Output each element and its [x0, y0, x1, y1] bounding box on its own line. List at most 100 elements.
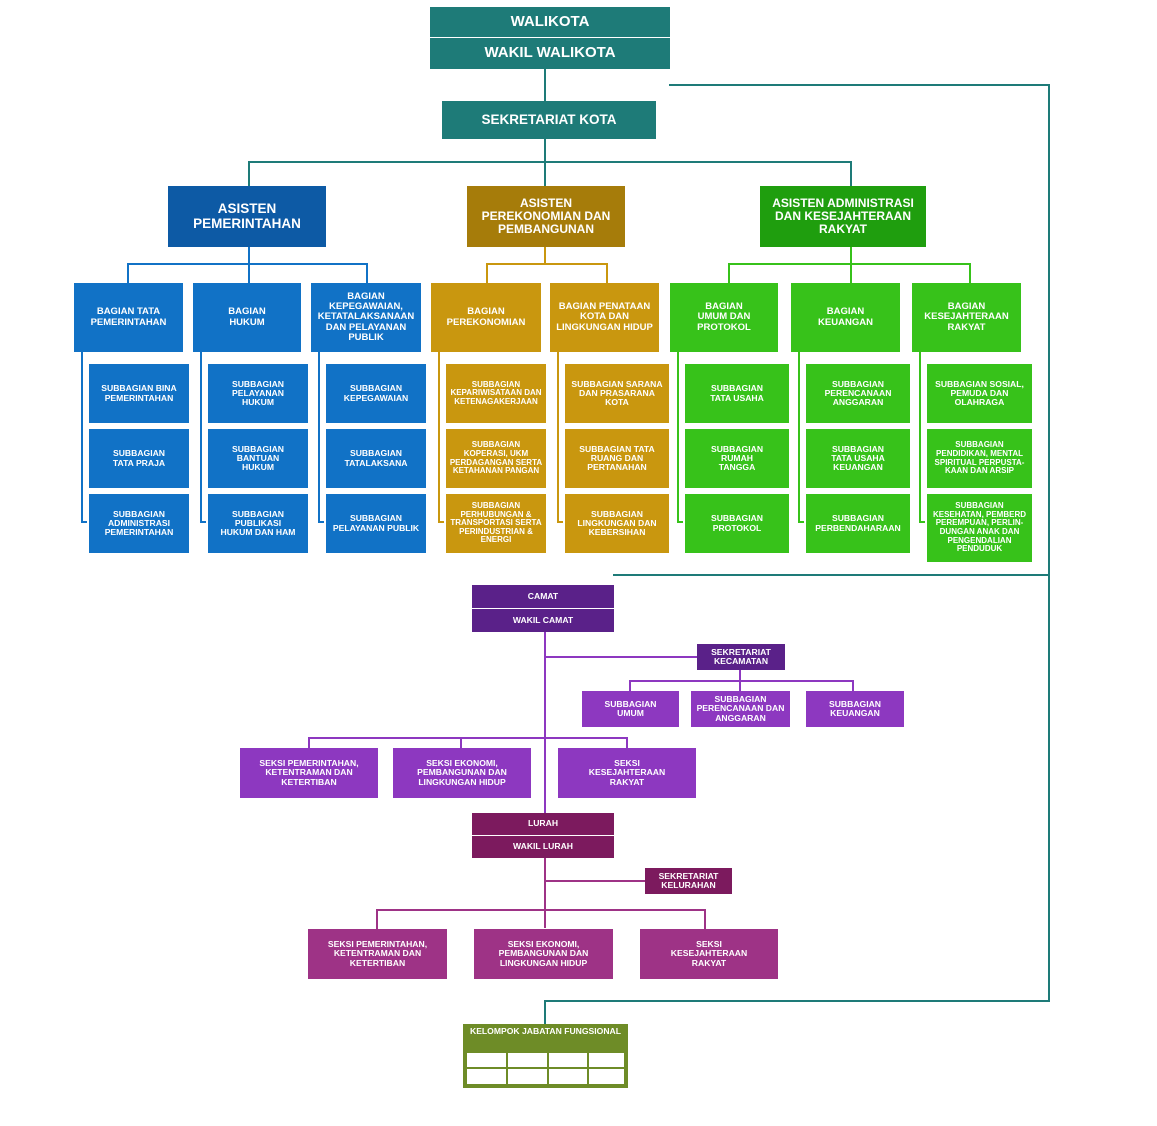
sekretariat-kecamatan-box: SEKRETARIAT KECAMATAN: [697, 644, 785, 670]
bagian-tata-pemerintahan-box: BAGIAN TATA PEMERINTAHAN: [74, 283, 183, 352]
subbagian-publikasi-hukum-box: SUBBAGIAN PUBLIKASI HUKUM DAN HAM: [206, 492, 310, 555]
connector-line: [919, 352, 921, 523]
connector-line: [486, 263, 608, 265]
subbagian-bantuan-hukum-box: SUBBAGIAN BANTUAN HUKUM: [206, 427, 310, 490]
lurah-box: LURAH: [472, 813, 614, 835]
connector-line: [438, 521, 446, 523]
fungsional-grid: [463, 1050, 628, 1088]
connector-line: [544, 858, 546, 928]
subbagian-pendidikan-box: SUBBAGIAN PENDIDIKAN, MENTAL SPIRITUAL P…: [925, 427, 1034, 490]
connector-line: [376, 909, 378, 929]
grid-cell: [508, 1069, 547, 1084]
connector-line: [248, 247, 250, 264]
connector-line: [544, 161, 546, 186]
connector-line: [544, 139, 546, 163]
connector-line: [318, 352, 320, 523]
connector-line: [557, 521, 565, 523]
connector-line: [544, 656, 698, 658]
grid-cell: [549, 1069, 587, 1084]
connector-line: [544, 69, 546, 101]
grid-cell: [467, 1069, 506, 1084]
connector-line: [81, 521, 89, 523]
connector-line: [626, 737, 628, 748]
connector-line: [248, 263, 250, 283]
connector-line: [544, 1000, 546, 1024]
bagian-kepegawaian-box: BAGIAN KEPEGAWAIAN, KETATALAKSANAAN DAN …: [311, 283, 421, 352]
seksi-kesejahteraan-kelurahan-box: SEKSI KESEJAHTERAAN RAKYAT: [640, 929, 778, 979]
seksi-ekonomi-kelurahan-box: SEKSI EKONOMI, PEMBANGUNAN DAN LINGKUNGA…: [474, 929, 613, 979]
wakil-walikota-box: WAKIL WALIKOTA: [430, 38, 670, 69]
subbagian-tata-ruang-box: SUBBAGIAN TATA RUANG DAN PERTANAHAN: [563, 427, 671, 490]
connector-line: [739, 670, 741, 681]
subbagian-protokol-box: SUBBAGIAN PROTOKOL: [683, 492, 791, 555]
connector-line: [613, 574, 1049, 576]
connector-line: [798, 352, 800, 523]
bagian-kesejahteraan-rakyat-box: BAGIAN KESEJAHTERAAN RAKYAT: [912, 283, 1021, 352]
connector-line: [728, 263, 730, 283]
sekretariat-kota-box: SEKRETARIAT KOTA: [442, 101, 656, 139]
connector-line: [677, 352, 679, 523]
subbagian-perhubungan-box: SUBBAGIAN PERHUBUNGAN & TRANSPORTASI SER…: [444, 492, 548, 555]
subbagian-keuangan-kecamatan-box: SUBBAGIAN KEUANGAN: [806, 691, 904, 727]
subbagian-kepegawaian-box: SUBBAGIAN KEPEGAWAIAN: [324, 362, 428, 425]
subbagian-perencanaan-kecamatan-box: SUBBAGIAN PERENCANAAN DAN ANGGARAN: [691, 691, 790, 727]
connector-line: [544, 632, 546, 813]
connector-line: [438, 352, 440, 523]
subbagian-kesehatan-box: SUBBAGIAN KESEHATAN, PEMBERD PEREMPUAN, …: [925, 492, 1034, 564]
connector-line: [308, 737, 628, 739]
connector-line: [544, 247, 546, 264]
asisten-perekonomian-box: ASISTEN PEREKONOMIAN DAN PEMBANGUNAN: [467, 186, 625, 247]
connector-line: [1048, 84, 1050, 1002]
connector-line: [544, 880, 645, 882]
connector-line: [629, 680, 854, 682]
connector-line: [248, 161, 852, 163]
connector-line: [545, 1000, 1050, 1002]
connector-line: [852, 680, 854, 691]
connector-line: [850, 263, 852, 283]
wakil-camat-box: WAKIL CAMAT: [472, 609, 614, 632]
connector-line: [376, 909, 706, 911]
connector-line: [200, 521, 208, 523]
grid-cell: [589, 1069, 624, 1084]
bagian-keuangan-box: BAGIAN KEUANGAN: [791, 283, 900, 352]
subbagian-rumah-tangga-box: SUBBAGIAN RUMAH TANGGA: [683, 427, 791, 490]
walikota-box: WALIKOTA: [430, 7, 670, 37]
connector-line: [460, 737, 462, 748]
connector-line: [248, 161, 250, 186]
seksi-pemerintahan-kelurahan-box: SEKSI PEMERINTAHAN, KETENTRAMAN DAN KETE…: [308, 929, 447, 979]
subbagian-bina-pemerintahan-box: SUBBAGIAN BINA PEMERINTAHAN: [87, 362, 191, 425]
connector-line: [318, 521, 326, 523]
subbagian-tata-usaha-box: SUBBAGIAN TATA USAHA: [683, 362, 791, 425]
bagian-perekonomian-box: BAGIAN PEREKONOMIAN: [431, 283, 541, 352]
wakil-lurah-box: WAKIL LURAH: [472, 836, 614, 858]
bagian-hukum-box: BAGIAN HUKUM: [193, 283, 301, 352]
connector-line: [127, 263, 129, 283]
kelompok-jabatan-fungsional-box: KELOMPOK JABATAN FUNGSIONAL: [463, 1024, 628, 1050]
subbagian-tata-praja-box: SUBBAGIAN TATA PRAJA: [87, 427, 191, 490]
connector-line: [127, 263, 368, 265]
connector-line: [557, 352, 559, 523]
seksi-pemerintahan-kecamatan-box: SEKSI PEMERINTAHAN, KETENTRAMAN DAN KETE…: [240, 748, 378, 798]
connector-line: [850, 161, 852, 186]
connector-line: [308, 737, 310, 748]
connector-line: [606, 263, 608, 283]
grid-cell: [508, 1053, 547, 1067]
subbagian-pelayanan-publik-box: SUBBAGIAN PELAYANAN PUBLIK: [324, 492, 428, 555]
subbagian-lingkungan-box: SUBBAGIAN LINGKUNGAN DAN KEBERSIHAN: [563, 492, 671, 555]
seksi-ekonomi-kecamatan-box: SEKSI EKONOMI, PEMBANGUNAN DAN LINGKUNGA…: [393, 748, 531, 798]
connector-line: [200, 352, 202, 523]
connector-line: [629, 680, 631, 691]
subbagian-koperasi-box: SUBBAGIAN KOPERASI, UKM PERDAGANGAN SERT…: [444, 427, 548, 490]
sekretariat-kelurahan-box: SEKRETARIAT KELURAHAN: [645, 868, 732, 894]
seksi-kesejahteraan-kecamatan-box: SEKSI KESEJAHTERAAN RAKYAT: [558, 748, 696, 798]
bagian-penataan-kota-box: BAGIAN PENATAAN KOTA DAN LINGKUNGAN HIDU…: [550, 283, 659, 352]
connector-line: [677, 521, 685, 523]
camat-box: CAMAT: [472, 585, 614, 608]
grid-cell: [467, 1053, 506, 1067]
subbagian-perencanaan-anggaran-box: SUBBAGIAN PERENCANAAN ANGGARAN: [804, 362, 912, 425]
connector-line: [798, 521, 806, 523]
connector-line: [919, 521, 927, 523]
subbagian-sosial-pemuda-box: SUBBAGIAN SOSIAL, PEMUDA DAN OLAHRAGA: [925, 362, 1034, 425]
bagian-umum-protokol-box: BAGIAN UMUM DAN PROTOKOL: [670, 283, 778, 352]
